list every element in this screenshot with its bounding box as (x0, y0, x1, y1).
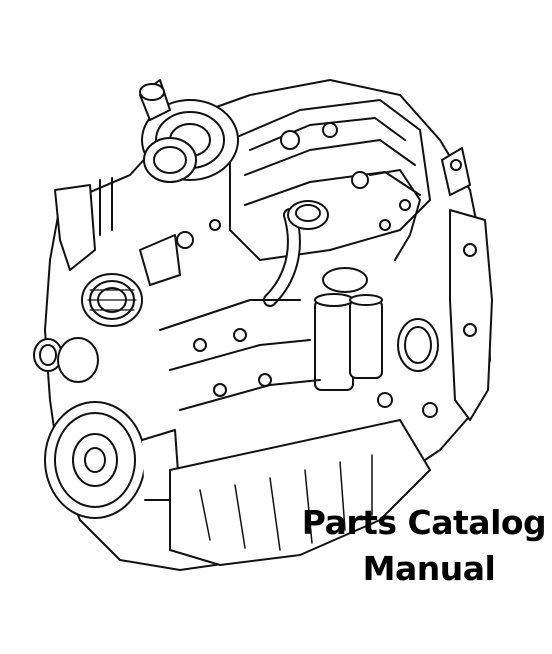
cover-title: Parts Catalog Manual (300, 500, 548, 592)
water-pump (33, 337, 99, 383)
fuel-filters (314, 267, 383, 391)
flywheel-port (397, 318, 439, 372)
title-line-1: Parts Catalog (301, 503, 547, 542)
intake-pipe (263, 200, 329, 307)
belt-pulley (81, 273, 143, 327)
damper (44, 401, 181, 519)
turbocharger (139, 79, 239, 183)
title-line-2: Manual (362, 549, 496, 588)
